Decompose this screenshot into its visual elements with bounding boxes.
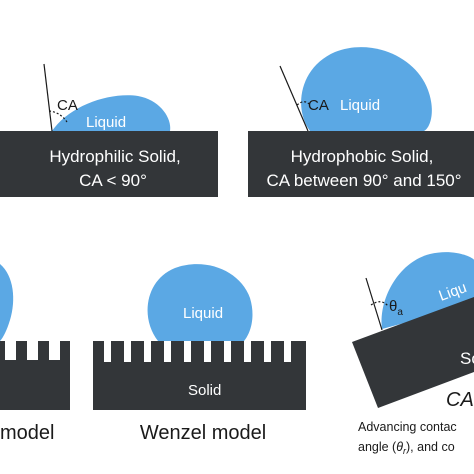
hydrophobic-solid-title: Hydrophobic Solid, [291,147,434,166]
wenzel-liquid-droplet [147,264,253,341]
panel-wenzel: Liquid Solid Wenzel model [93,264,306,444]
hydrophilic-angle-arc [48,110,68,123]
tilted-caption-sub: r [403,446,407,456]
hydrophilic-solid-block [0,131,218,197]
hydrophobic-liquid-droplet [301,47,432,131]
hydrophilic-solid-ca: CA < 90° [79,171,147,190]
hydrophobic-liquid-label: Liquid [340,97,380,114]
tilted-solid-block [352,297,474,408]
tilted-caption-prefix: angle ( [358,440,397,454]
wenzel-caption: Wenzel model [140,422,266,444]
hydrophobic-tangent-line [279,65,309,132]
hydrophobic-solid-ca: CA between 90° and 150° [266,171,461,190]
tilted-theta-symbol: θ [389,298,397,315]
cassie-textured-solid [0,341,70,410]
hydrophobic-ca-label: CA [308,97,329,114]
hydrophilic-tangent-line [43,63,53,132]
tilted-theta-subscript: a [397,307,403,318]
tilted-caption-line1: Advancing contac [358,420,457,434]
tilted-caption-line2: angle (θr), and co [358,440,455,456]
cassie-caption: model [0,422,54,444]
panel-hydrophobic: CA Liquid Hydrophobic Solid, CA between … [248,47,474,197]
wenzel-solid-label: Solid [188,382,221,399]
wenzel-textured-solid [93,341,306,410]
panel-hydrophilic: CA Liquid Hydrophilic Solid, CA < 90° [0,63,218,197]
tilted-caption-theta: θ [396,440,403,454]
tilted-ca-label: CA [446,389,474,411]
tilted-solid-label: So [460,349,474,368]
wenzel-liquid-label: Liquid [183,305,223,322]
panel-tilted: θa Liqu So CA Advancing contac angle (θr… [352,252,474,456]
panel-cassie: model [0,264,70,444]
tilted-angle-arc [370,301,389,307]
tilted-tangent-line [365,277,383,331]
tilted-caption-suffix: ), and co [406,440,455,454]
hydrophobic-solid-block [248,131,474,197]
hydrophobic-angle-arc [296,101,310,106]
hydrophilic-liquid-label: Liquid [86,114,126,131]
hydrophilic-solid-title: Hydrophilic Solid, [49,147,180,166]
tilted-theta-label: θa [389,298,403,318]
cassie-liquid-droplet [0,264,14,341]
hydrophilic-ca-label: CA [57,97,78,114]
hydrophilic-liquid-droplet [52,95,171,131]
